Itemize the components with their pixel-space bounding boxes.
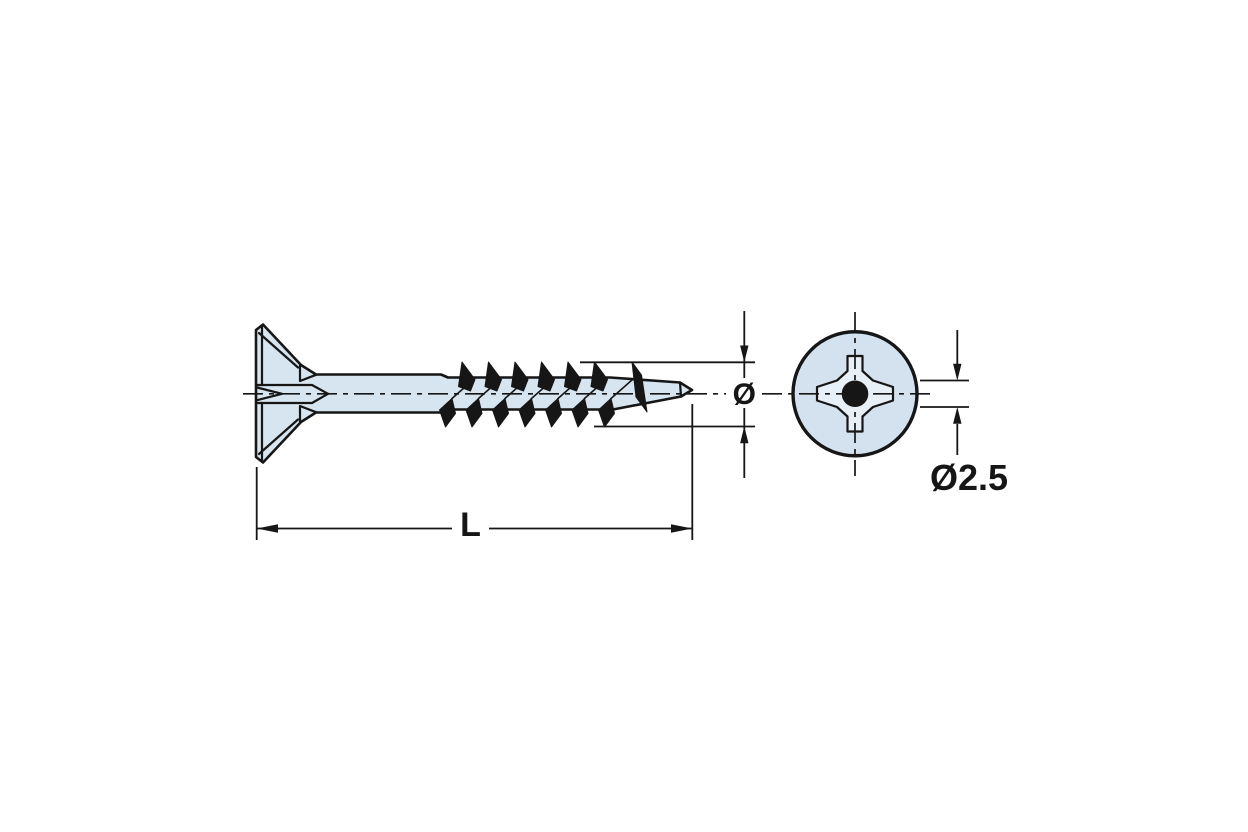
thread-root-line <box>557 379 580 400</box>
thread-crest <box>484 361 502 392</box>
thread-root-line <box>530 379 554 400</box>
thread-root-line <box>583 379 607 400</box>
head-facet-lines <box>257 325 683 462</box>
arrowhead-down <box>953 363 962 381</box>
screw-side-view <box>243 323 726 464</box>
taper-thread-crest <box>631 361 648 413</box>
thread-root-lines <box>451 379 633 400</box>
recess-diameter-dimension: Ø2.5 <box>920 330 1008 498</box>
thread-root-line <box>451 379 474 400</box>
arrowhead-left <box>256 524 278 533</box>
screw-head-top-view <box>762 312 934 476</box>
thread-root-line <box>477 379 501 400</box>
thread-crest <box>571 398 589 428</box>
thread-crest <box>511 361 529 392</box>
length-label: L <box>460 506 481 544</box>
thread-root-line <box>610 379 633 400</box>
thread-crest <box>537 361 555 392</box>
thread-diameter-dimension: Ø <box>580 311 756 478</box>
thread-crest <box>518 398 536 428</box>
arrowhead-down <box>740 345 749 363</box>
thread-diameter-label: Ø <box>733 378 756 411</box>
thread-root-line <box>504 379 527 400</box>
thread-crest <box>439 398 456 428</box>
thread-crest <box>545 398 562 428</box>
recess-diameter-label: Ø2.5 <box>930 457 1008 498</box>
thread-crest <box>564 361 582 392</box>
thread-crest <box>590 361 608 392</box>
arrowhead-right <box>671 524 693 533</box>
thread-crest <box>492 398 509 428</box>
arrowhead-up <box>740 426 749 444</box>
thread-crest <box>465 398 483 428</box>
recess-center-hole <box>841 380 869 408</box>
thread-crest <box>458 361 476 392</box>
arrowhead-up <box>953 407 962 424</box>
length-dimension: L <box>255 404 694 544</box>
thread-crests <box>439 361 615 428</box>
